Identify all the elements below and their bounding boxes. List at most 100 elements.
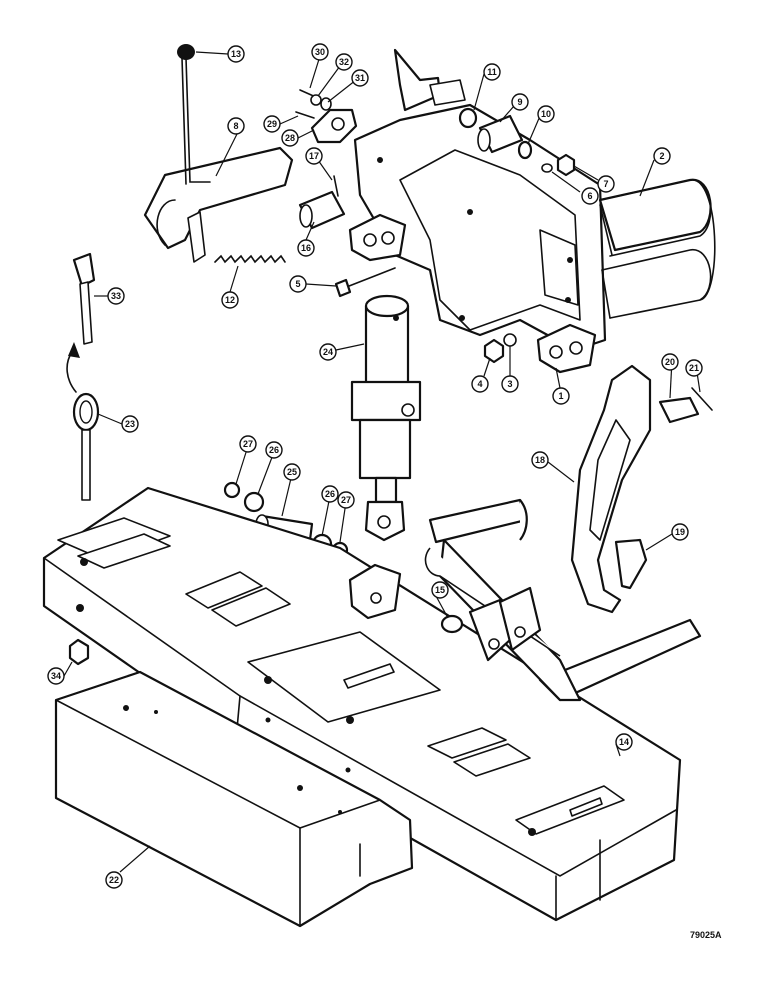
svg-text:34: 34 [51,671,61,681]
callout-25: 25 [283,463,301,481]
washer-27-left [223,481,241,499]
svg-text:26: 26 [269,445,279,455]
svg-text:15: 15 [435,585,445,595]
washer-3 [503,333,517,347]
svg-text:27: 27 [341,495,351,505]
callout-4: 4 [471,375,489,393]
svg-text:20: 20 [665,357,675,367]
callout-10: 10 [537,105,555,123]
callout-26-right: 26 [321,485,339,503]
svg-text:17: 17 [309,151,319,161]
callout-15: 15 [431,581,449,599]
svg-text:24: 24 [323,347,333,357]
callout-5: 5 [289,275,307,293]
svg-text:30: 30 [315,47,325,57]
svg-text:28: 28 [285,133,295,143]
callout-21: 21 [685,359,703,377]
svg-text:12: 12 [225,295,235,305]
callout-17: 17 [305,147,323,165]
callout-29: 29 [263,115,281,133]
link-8 [143,146,294,263]
arrow [66,351,77,393]
svg-text:23: 23 [125,419,135,429]
callout-22: 22 [105,871,123,889]
callout-27-right: 27 [337,491,355,509]
u-bolt [598,178,716,319]
svg-text:5: 5 [295,279,300,289]
pin-16 [298,190,346,230]
callout-16: 16 [297,239,315,257]
callout-30: 30 [311,43,329,61]
svg-text:32: 32 [339,57,349,67]
callout-14: 14 [615,733,633,751]
callout-18: 18 [531,451,549,469]
callout-34: 34 [47,667,65,685]
callout-32: 32 [335,53,353,71]
pin-21 [691,387,713,411]
callout-11: 11 [483,63,501,81]
svg-text:16: 16 [301,243,311,253]
svg-text:18: 18 [535,455,545,465]
bolt-33 [72,252,96,345]
svg-text:14: 14 [619,737,629,747]
washer-6 [541,163,553,173]
callout-8: 8 [227,117,245,135]
cotter-pin-17 [333,175,339,197]
svg-text:22: 22 [109,875,119,885]
svg-text:29: 29 [267,119,277,129]
pin-9 [477,114,524,154]
callout-27-left: 27 [239,435,257,453]
leader-lines [63,51,701,873]
callout-1: 1 [552,387,570,405]
washer-32 [310,94,322,106]
callout-23: 23 [121,415,139,433]
callout-19: 19 [671,523,689,541]
callout-13: 13 [227,45,245,63]
svg-text:10: 10 [541,109,551,119]
svg-text:3: 3 [507,379,512,389]
svg-text:11: 11 [487,67,497,77]
svg-text:19: 19 [675,527,685,537]
washer-26-left [243,491,265,513]
lift-eye-23 [72,392,100,501]
nut-34 [68,638,90,666]
callout-28: 28 [281,129,299,147]
washer-11 [458,107,478,129]
svg-text:6: 6 [587,191,592,201]
svg-text:13: 13 [231,49,241,59]
hydraulic-cylinder-24 [350,294,422,542]
svg-text:33: 33 [111,291,121,301]
nut-4 [483,338,505,364]
svg-text:1: 1 [558,391,563,401]
svg-text:27: 27 [243,439,253,449]
callout-9: 9 [511,93,529,111]
callout-2: 2 [653,147,671,165]
washer-10 [517,140,533,160]
main-frame-14 [42,486,702,922]
callout-12: 12 [221,291,239,309]
svg-text:31: 31 [355,73,365,83]
svg-text:9: 9 [517,97,522,107]
hitch-bar-18 [570,364,652,614]
svg-text:2: 2 [659,151,664,161]
figure-code: 79025A [690,930,722,940]
callout-7: 7 [597,175,615,193]
svg-text:4: 4 [477,379,482,389]
svg-text:25: 25 [287,467,297,477]
callout-33: 33 [107,287,125,305]
handle-rod-13 [177,44,211,185]
svg-text:8: 8 [233,121,238,131]
callout-26-left: 26 [265,441,283,459]
bolt-29 [295,111,315,119]
tooth-19 [614,538,648,590]
nut-7 [556,153,576,177]
callout-3: 3 [501,375,519,393]
callout-31: 31 [351,69,369,87]
spring-12 [214,254,286,264]
svg-text:21: 21 [689,363,699,373]
callout-6: 6 [581,187,599,205]
svg-text:26: 26 [325,489,335,499]
bolt-5 [334,267,396,298]
pivot-cap-28 [310,108,358,144]
